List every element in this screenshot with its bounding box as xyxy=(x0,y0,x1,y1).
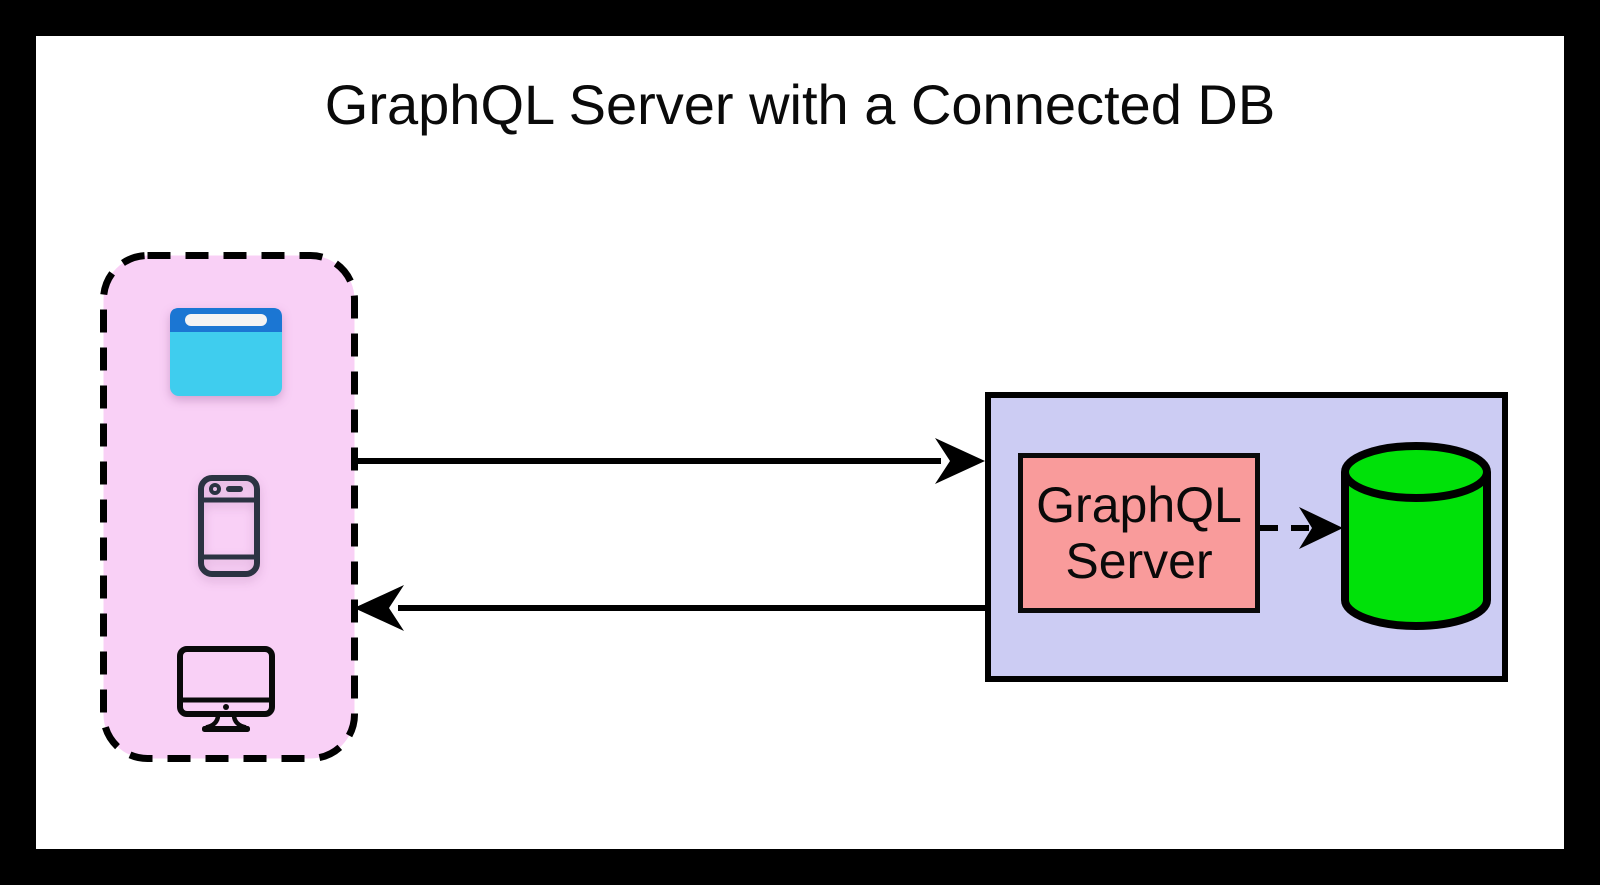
graphql-server-node: GraphQL Server xyxy=(1018,453,1260,613)
database-cylinder-icon xyxy=(1341,442,1491,630)
desktop-monitor-icon xyxy=(177,646,275,732)
response-arrow xyxy=(354,585,985,631)
request-arrow xyxy=(352,438,985,484)
diagram-title: GraphQL Server with a Connected DB xyxy=(324,73,1276,136)
graphql-server-label-line1: GraphQL xyxy=(1036,477,1242,533)
graphql-server-label-line2: Server xyxy=(1065,533,1213,589)
server-group: GraphQL Server xyxy=(985,392,1508,682)
client-group xyxy=(100,252,358,762)
diagram-canvas: GraphQL Server with a Connected DB xyxy=(36,36,1564,849)
client-group-dashed-border xyxy=(100,252,358,762)
browser-icon xyxy=(170,308,282,396)
smartphone-icon xyxy=(198,475,260,577)
